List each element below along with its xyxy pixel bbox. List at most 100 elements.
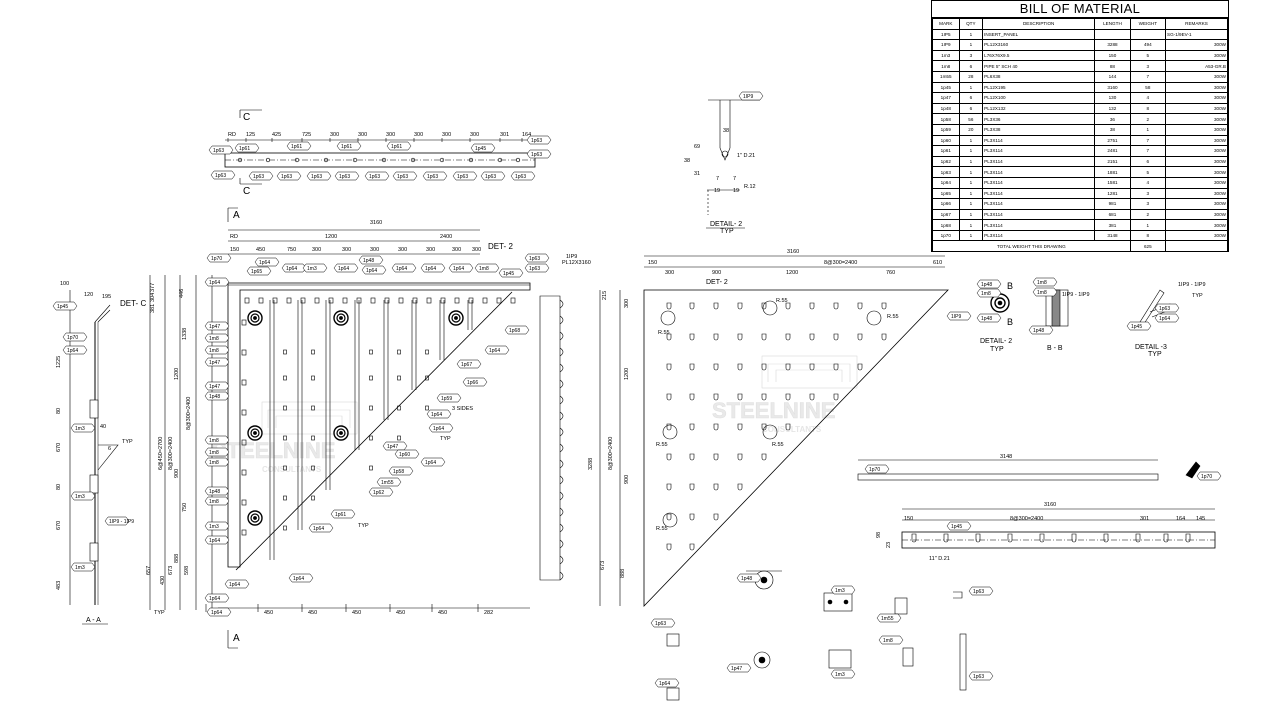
part-tag-label: 1p47 <box>209 324 220 330</box>
elevation-holes <box>241 319 429 536</box>
elev-left-dim: 6@450=2700 <box>158 437 164 470</box>
strip-dim: RD <box>228 132 236 138</box>
part-tag-label: 1p63 <box>369 174 380 180</box>
strip-1p45-holes <box>911 533 1191 543</box>
part-tag-label: 1m8 <box>1037 290 1047 296</box>
part-tag: 1m8 <box>976 288 1002 298</box>
part-tag: 1m55 <box>376 477 402 487</box>
section-aa-dim: 40 <box>100 424 106 430</box>
part-tag: 1p63 <box>968 586 994 596</box>
part-tag: 1p64 <box>204 535 230 545</box>
elev-dim: 300 <box>452 247 461 253</box>
part-tag: 1p64 <box>308 523 334 533</box>
part-tag-label: 1p64 <box>338 266 349 272</box>
bom-cell: PL3X114 <box>982 145 1096 157</box>
part-tag-label: 1p47 <box>209 384 220 390</box>
bom-cell: PL12X3160 <box>982 39 1096 51</box>
detail2-dim: R.12 <box>744 184 756 190</box>
part-tag-label: 1p63 <box>973 674 984 680</box>
elev-left-dim: 598 <box>184 566 190 575</box>
part-tag: 1m3 <box>70 423 96 433</box>
elev-left-dim: 446 <box>179 289 185 298</box>
part-tag-label: 1p70 <box>869 467 880 473</box>
part-tag: 1p64 <box>654 678 680 688</box>
bom-cell: PL3X114 <box>982 208 1096 221</box>
elev-bottom-dim: 450 <box>264 610 273 616</box>
part-tag-label: 1p63 <box>457 174 468 180</box>
cut-label-b: B <box>1007 317 1013 327</box>
section-a-a: DET- C A - A TYP <box>69 290 146 625</box>
bom-col-qty: QTY <box>958 18 984 30</box>
elev-left-dim: 657 <box>146 566 152 575</box>
bom-title: BILL OF MATERIAL <box>932 1 1228 18</box>
bom-cell: 1281 <box>1094 187 1131 200</box>
bom-cell: 1581 <box>1094 176 1131 189</box>
elev-dim: RD <box>230 234 238 240</box>
bom-cell: PL12X132 <box>982 102 1096 115</box>
part-tag-label: 1IP9 <box>951 314 962 320</box>
bom-cell: PL12X100 <box>982 92 1096 104</box>
part-tag: 1p64 <box>484 345 510 355</box>
section-aa-title: A - A <box>86 617 101 624</box>
part-tag: 1p48 <box>1028 325 1054 335</box>
right-top-dim: 8@300=2400 <box>824 260 857 266</box>
detail2-hole: 1" D.21 <box>737 153 755 159</box>
side-strip-notches <box>559 299 564 581</box>
bom-cell: 2151 <box>1094 155 1131 168</box>
part-tag: 1p45 <box>946 521 972 531</box>
part-tag-label: 1p63 <box>397 174 408 180</box>
bom-cell: 300W <box>1165 198 1228 210</box>
bom-cell: PL12X195 <box>982 81 1096 94</box>
part-tag: 1p48 <box>358 255 384 265</box>
bom-cell: 4 <box>1129 176 1167 189</box>
part-tag-label: 1m3 <box>835 588 845 594</box>
bom-cell: 1 <box>958 145 984 157</box>
part-tag-label: 1m3 <box>209 524 219 530</box>
bom-cell: 3 <box>958 49 984 62</box>
detail2-dim: 38 <box>723 128 729 134</box>
part-tag: 1p63 <box>248 171 274 181</box>
part-tag: 1p64 <box>391 263 417 273</box>
watermark-right: STEELNINE CONSULTANTS <box>712 355 858 434</box>
part-tag: 1m8 <box>474 263 500 273</box>
bom-cell: 1 <box>958 187 984 200</box>
elev-dim: 2400 <box>440 234 452 240</box>
section-b-b: B - B 1IP9 - 1IP9 <box>1045 289 1090 352</box>
part-tag-label: 1p48 <box>363 258 374 264</box>
right-top-dim: 1200 <box>786 270 798 276</box>
part-tag-label: 1p48 <box>1033 328 1044 334</box>
part-tag-label: 1p63 <box>253 174 264 180</box>
elev-left-dim: 377 <box>150 283 156 292</box>
right-left-dim: 673 <box>600 561 606 570</box>
elev-left-dim: 381 <box>150 304 156 313</box>
part-tag-label: 1p66 <box>467 380 478 386</box>
part-tag-label: 1m55 <box>381 480 394 486</box>
bom-cell: PL3X114 <box>982 229 1096 242</box>
part-tag: 1p64 <box>224 579 250 589</box>
elev-dim: 150 <box>230 247 239 253</box>
part-tag: 1p45 <box>1126 321 1152 331</box>
bom-cell: 300W <box>1165 176 1228 189</box>
bom-cell: 144 <box>1094 70 1131 83</box>
bom-col-remarks: REMARKS <box>1165 18 1228 30</box>
part-tag-label: 1m8 <box>209 348 219 354</box>
part-tag: 1p48 <box>976 313 1002 323</box>
bom-cell: 3148 <box>1094 229 1131 242</box>
part-tag-label: 1p45 <box>1131 324 1142 330</box>
bom-cell: 1p68 <box>932 219 960 231</box>
part-tag-label: 1p61 <box>335 512 346 518</box>
bom-table: MARK QTY DESCRIPTION LENGTH WEIGHT REMAR… <box>932 18 1228 253</box>
part-tag: 1p61 <box>286 141 312 151</box>
part-tag: 1p64 <box>448 263 474 273</box>
bom-cell <box>1129 28 1167 41</box>
detail2-dim: 19 <box>714 188 720 194</box>
strip-side-dim: 23 <box>886 542 892 548</box>
bom-cell: 494 <box>1129 39 1167 51</box>
bom-cell: 1 <box>958 81 984 94</box>
strip-part-dim: 164 <box>1176 516 1185 522</box>
